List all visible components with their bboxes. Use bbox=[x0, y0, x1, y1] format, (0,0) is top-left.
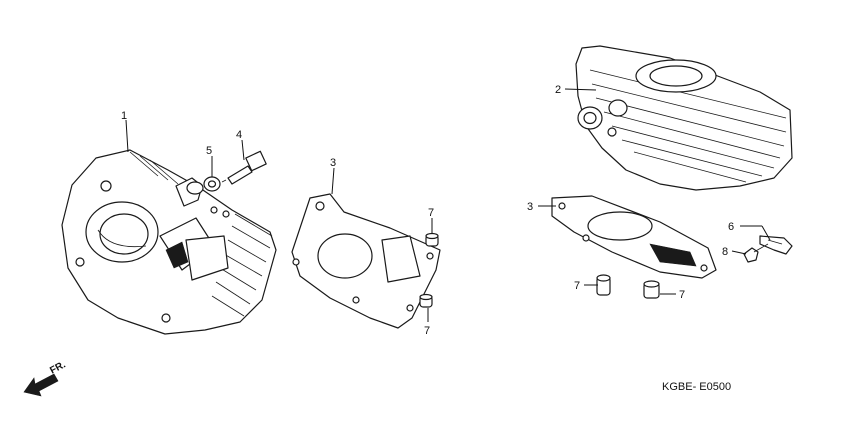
gasket-left bbox=[291, 193, 441, 329]
cylinder-left bbox=[61, 149, 277, 335]
callout-8: 8 bbox=[722, 246, 728, 258]
flange-bolt bbox=[743, 243, 769, 263]
callout-1: 1 bbox=[121, 110, 127, 122]
washer bbox=[203, 176, 221, 192]
dowel-pin-right-a bbox=[596, 274, 611, 296]
callout-7-left-top: 7 bbox=[428, 207, 434, 219]
front-direction-label: FR. bbox=[48, 359, 68, 376]
callout-7-right-b: 7 bbox=[679, 289, 685, 301]
diagram-code: KGBE- E0500 bbox=[662, 381, 731, 393]
dowel-pin-left-top bbox=[425, 232, 439, 247]
front-direction-arrow: FR. bbox=[23, 359, 68, 397]
callout-2: 2 bbox=[555, 84, 561, 96]
callout-5: 5 bbox=[206, 145, 212, 157]
callout-7-left-bottom: 7 bbox=[424, 325, 430, 337]
dowel-pin-left-bottom bbox=[419, 293, 433, 308]
cylinder-right bbox=[575, 45, 793, 191]
clamp-stay bbox=[759, 235, 793, 255]
callout-3-right: 3 bbox=[527, 201, 533, 213]
thermo-sensor bbox=[221, 150, 267, 185]
dowel-pin-right-b bbox=[643, 280, 660, 299]
callout-3-left: 3 bbox=[330, 157, 336, 169]
callout-4: 4 bbox=[236, 129, 242, 141]
gasket-right bbox=[551, 195, 717, 279]
leader-lines bbox=[125, 88, 771, 322]
callout-6: 6 bbox=[728, 221, 734, 233]
callout-7-right-a: 7 bbox=[574, 280, 580, 292]
